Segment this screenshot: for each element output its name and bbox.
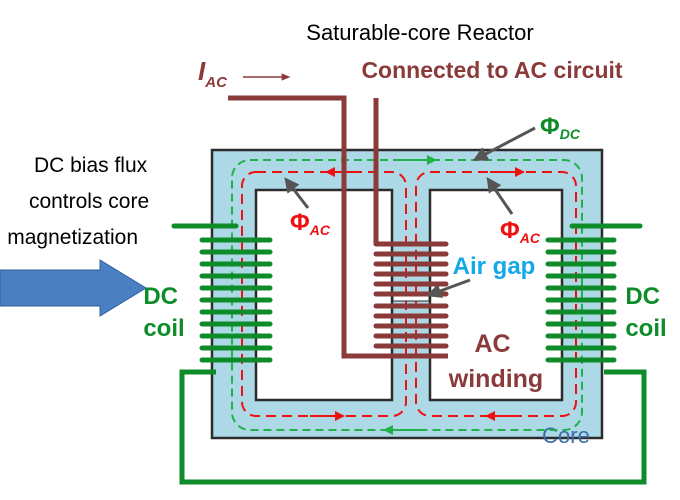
dc-coil-label-right-line1: DC (625, 283, 660, 310)
bias-text: DC bias flux controls core magnetization (7, 154, 155, 249)
bias-text-line3: magnetization (7, 226, 138, 249)
dc-coil-label-left-line1: DC (143, 283, 178, 310)
flux-dc-subscript: DC (560, 126, 581, 142)
dc-coil-label-right: DC coil (625, 283, 666, 342)
flux-ac-right-symbol: Φ (500, 217, 520, 244)
flux-dc-pointer (472, 126, 536, 161)
flux-ac-left-subscript: AC (309, 222, 331, 238)
ac-winding-leads (228, 95, 448, 359)
ac-winding-label: AC winding (448, 330, 543, 393)
bias-text-line1: DC bias flux (34, 154, 148, 177)
dc-coil-label-left-line2: coil (143, 315, 184, 342)
flux-ac-right-subscript: AC (519, 230, 541, 246)
dc-coil-left-turns (171, 223, 273, 363)
ac-current-label: IAC (198, 56, 228, 91)
dc-coil-right-turns (545, 223, 643, 363)
ac-winding-label-line1: AC (474, 330, 510, 358)
diagram-title: Saturable-core Reactor (306, 20, 533, 45)
flux-dc-label: ΦDC (540, 113, 581, 142)
flux-ac-label-right: ΦAC (500, 217, 541, 246)
flux-ac-left-symbol: Φ (290, 209, 310, 236)
ac-current-subscript: AC (204, 74, 228, 91)
core-label: Core (542, 423, 590, 448)
air-gap-pointer (426, 278, 471, 298)
bias-text-line2: controls core (29, 190, 149, 213)
flux-ac-left-pointer (284, 177, 310, 209)
flux-ac-label-left: ΦAC (290, 209, 331, 238)
dc-coil-label-left: DC coil (143, 283, 184, 342)
air-gap-label: Air gap (453, 253, 536, 280)
flux-dc-symbol: Φ (540, 113, 560, 140)
dc-coil-label-right-line2: coil (625, 315, 666, 342)
bias-arrow (0, 259, 147, 317)
dc-coil-connection-wire (179, 369, 647, 485)
ac-winding-label-line2: winding (448, 365, 543, 393)
ac-current-symbol: I (198, 56, 206, 86)
connected-label: Connected to AC circuit (361, 57, 622, 83)
flux-ac-right-pointer (486, 177, 514, 215)
